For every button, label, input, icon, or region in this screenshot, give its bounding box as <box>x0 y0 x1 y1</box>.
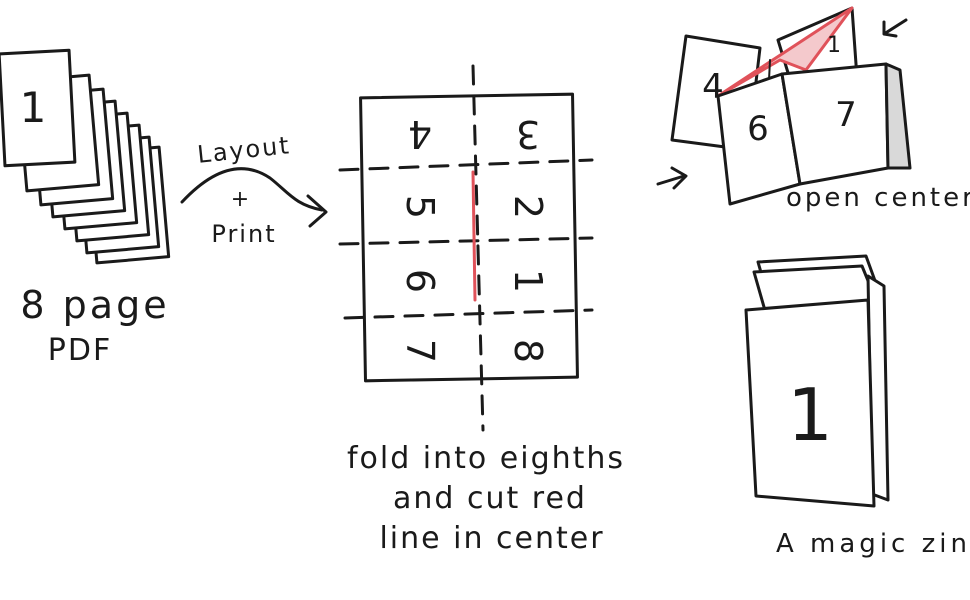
open-num-4: 4 <box>702 67 724 107</box>
sheet-caption-line2: and cut red <box>393 481 587 516</box>
sheet-cell-1: 1 <box>506 269 550 293</box>
open-num-6: 6 <box>747 109 769 149</box>
sheet-caption-line1: fold into eighths <box>347 441 625 476</box>
stack-label-line1: 8 page <box>20 283 169 327</box>
imposition-sheet <box>340 66 592 430</box>
layout-print-arrow <box>182 169 326 226</box>
cut-line <box>473 172 475 300</box>
sheet-cell-6: 6 <box>398 269 442 293</box>
sheet-caption-line3: line in center <box>379 521 604 556</box>
zine-caption: A magic zine <box>776 529 970 559</box>
arrow-label-top: Layout <box>196 131 292 169</box>
stack-page-number: 1 <box>20 83 47 132</box>
open-num-7: 7 <box>835 95 857 135</box>
open-center-illustration <box>658 8 910 204</box>
sheet-cell-4: 4 <box>408 112 432 156</box>
open-num-1: 1 <box>827 33 841 58</box>
sheet-cell-3: 3 <box>516 112 540 156</box>
sheet-cell-7: 7 <box>398 339 442 363</box>
arrow-label-plus: + <box>231 187 249 212</box>
sheet-cell-5: 5 <box>398 195 442 219</box>
sheet-cell-8: 8 <box>506 339 550 363</box>
sheet-cell-2: 2 <box>506 195 550 219</box>
arrow-label-bottom: Print <box>211 220 276 248</box>
stack-label-line2: PDF <box>48 333 112 368</box>
zine-page-number: 1 <box>787 373 833 457</box>
open-caption: open center <box>786 183 970 213</box>
